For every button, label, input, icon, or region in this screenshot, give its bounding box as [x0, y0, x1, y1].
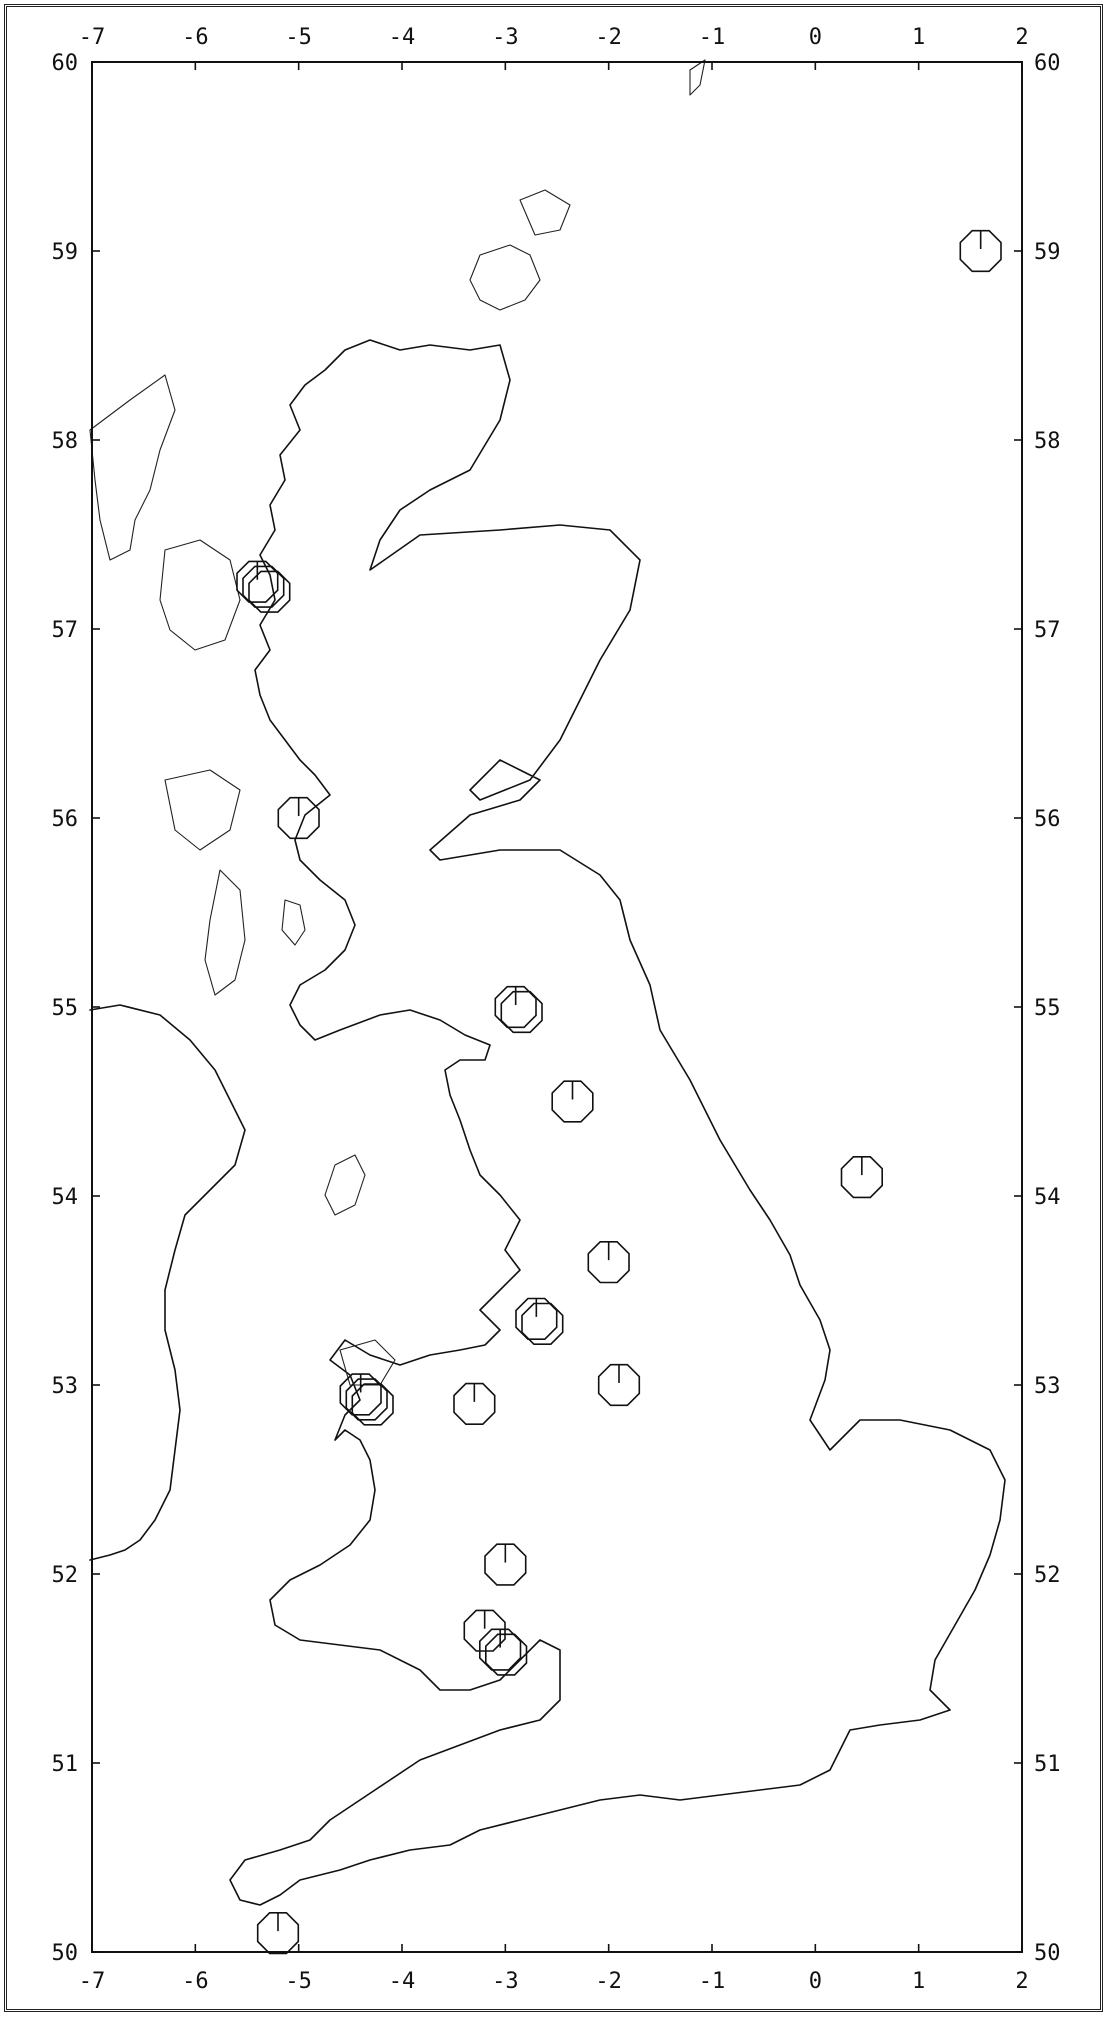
station-markers	[236, 229, 1002, 1955]
lat-label-left: 52	[52, 1563, 79, 1588]
mull-coastline	[164, 769, 241, 851]
station-marker[interactable]	[597, 1363, 641, 1407]
lat-label-left: 54	[52, 1185, 79, 1210]
station-ring	[840, 1156, 884, 1199]
shetland-coastline	[519, 59, 706, 236]
lon-label-top: -7	[79, 25, 106, 50]
station-ring	[500, 990, 543, 1034]
lat-label-left: 59	[52, 240, 79, 265]
lat-label-right: 51	[1034, 1752, 1061, 1777]
lat-label-right: 59	[1034, 240, 1061, 265]
skye-coastline	[159, 539, 241, 651]
lat-label-left: 57	[52, 618, 79, 643]
islay-jura-coastline	[204, 869, 246, 996]
lat-label-left: 55	[52, 996, 79, 1021]
station-ring	[277, 796, 320, 840]
station-marker[interactable]	[277, 796, 320, 840]
station-marker[interactable]	[453, 1382, 496, 1425]
lon-label-bottom: -4	[389, 1969, 416, 1994]
lat-label-right: 55	[1034, 996, 1061, 1021]
lon-label-top: 0	[809, 25, 822, 50]
station-marker[interactable]	[339, 1373, 394, 1426]
lon-label-top: -3	[492, 25, 519, 50]
lat-label-left: 51	[52, 1752, 79, 1777]
orkney-coastline	[469, 244, 541, 311]
station-ring	[453, 1382, 496, 1425]
lat-label-left: 58	[52, 429, 79, 454]
coastline-layer	[89, 59, 1006, 1906]
station-ring	[248, 570, 291, 613]
lat-label-left: 53	[52, 1374, 79, 1399]
lon-label-top: -6	[182, 25, 209, 50]
lon-label-bottom: -5	[285, 1969, 312, 1994]
lon-label-top: -2	[595, 25, 622, 50]
station-ring	[256, 1912, 300, 1955]
plot-frame	[91, 61, 1023, 1953]
station-ring	[597, 1363, 641, 1407]
lon-label-bottom: -2	[595, 1969, 622, 1994]
anglesey-coastline	[339, 1339, 396, 1386]
lon-label-bottom: -1	[699, 1969, 726, 1994]
lat-label-right: 53	[1034, 1374, 1061, 1399]
station-ring	[587, 1241, 630, 1284]
station-marker[interactable]	[256, 1912, 300, 1955]
station-ring	[484, 1543, 527, 1586]
lat-label-right: 54	[1034, 1185, 1061, 1210]
station-marker[interactable]	[463, 1609, 506, 1652]
lat-label-right: 56	[1034, 807, 1061, 832]
station-marker[interactable]	[587, 1241, 630, 1284]
page-border	[4, 4, 1103, 2012]
station-marker[interactable]	[515, 1297, 564, 1345]
lon-label-top: 2	[1015, 25, 1028, 50]
station-marker[interactable]	[551, 1080, 594, 1123]
station-marker[interactable]	[236, 560, 291, 613]
station-ring	[463, 1609, 506, 1652]
lat-label-right: 58	[1034, 429, 1061, 454]
station-ring	[959, 229, 1002, 273]
lat-label-left: 50	[52, 1941, 79, 1966]
lat-label-right: 57	[1034, 618, 1061, 643]
lat-label-right: 52	[1034, 1563, 1061, 1588]
station-marker[interactable]	[840, 1156, 884, 1199]
station-marker[interactable]	[478, 1628, 528, 1676]
station-ring	[521, 1302, 564, 1345]
station-ring	[551, 1080, 594, 1123]
lat-label-right: 60	[1034, 51, 1061, 76]
station-ring	[351, 1383, 394, 1426]
lon-label-bottom: -7	[79, 1969, 106, 1994]
lat-label-left: 56	[52, 807, 79, 832]
lon-label-top: -4	[389, 25, 416, 50]
lon-label-bottom: 2	[1015, 1969, 1028, 1994]
lon-label-top: -5	[285, 25, 312, 50]
lat-label-left: 60	[52, 51, 79, 76]
station-marker[interactable]	[959, 229, 1002, 273]
station-ring	[484, 1633, 528, 1676]
station-marker[interactable]	[484, 1543, 527, 1586]
ireland-coastline	[89, 1004, 246, 1561]
lon-label-bottom: -3	[492, 1969, 519, 1994]
lat-label-right: 50	[1034, 1941, 1061, 1966]
lon-label-top: -1	[699, 25, 726, 50]
isle-of-man-coastline	[324, 1154, 366, 1216]
outer-hebrides-coastline	[89, 374, 176, 561]
lon-label-bottom: 1	[912, 1969, 925, 1994]
lon-label-bottom: 0	[809, 1969, 822, 1994]
lon-label-top: 1	[912, 25, 925, 50]
arran-coastline	[281, 899, 306, 946]
great-britain-coastline	[229, 339, 1006, 1906]
station-marker[interactable]	[494, 985, 543, 1034]
lon-label-bottom: -6	[182, 1969, 209, 1994]
